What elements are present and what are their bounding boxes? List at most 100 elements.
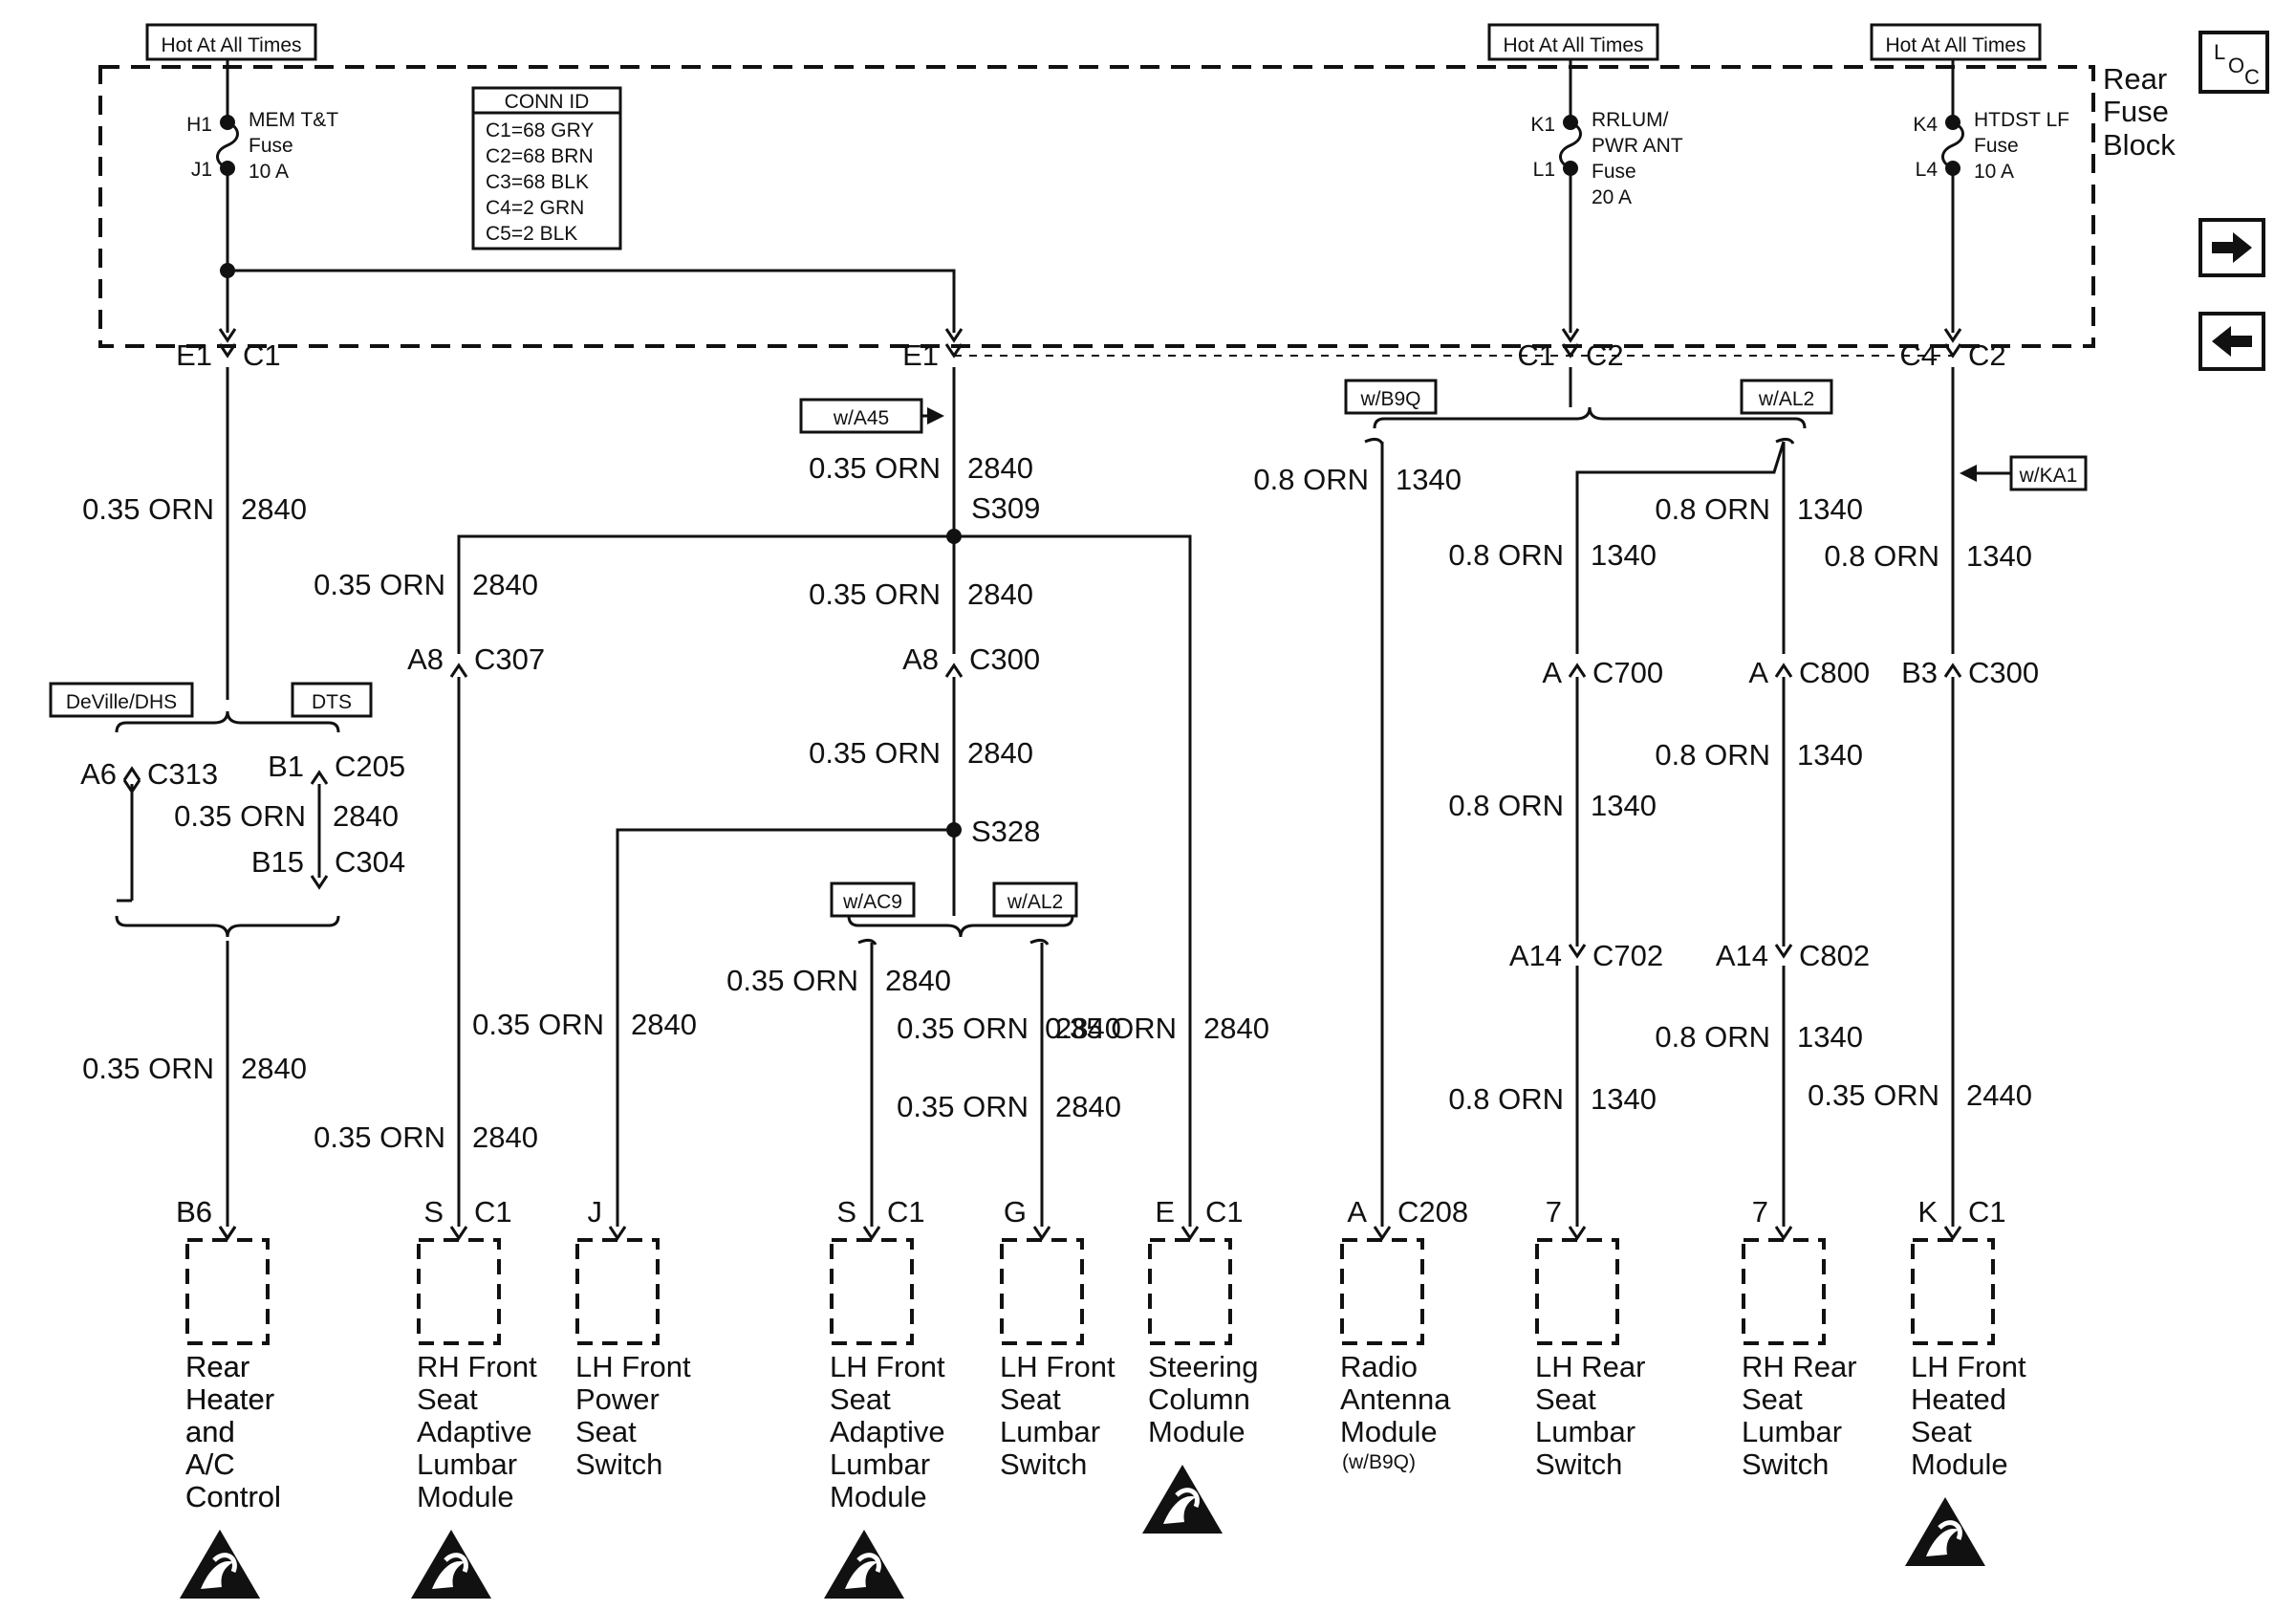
wire-s328-to-lh-power-seat: [616, 828, 954, 1207]
wire-lh-rear-lumbar-upper: [1575, 441, 1786, 654]
module-9-name-line-3: Module: [1911, 1447, 2008, 1481]
hot-at-all-times-label-2: Hot At All Times: [1885, 34, 2025, 56]
fuse-1-top-pin: K1: [1530, 114, 1555, 136]
location-view-button[interactable]: L O C: [2199, 31, 2269, 94]
wire-18-circuit: 1340: [1797, 1020, 1863, 1054]
wire-s309-to-steering: [954, 534, 1192, 1207]
wire-19-circuit: 1340: [1591, 1082, 1657, 1116]
esd-warning-icon: [180, 1530, 260, 1599]
module-3-name-line-2: Adaptive: [830, 1415, 945, 1448]
wire-20-circuit: 1340: [1966, 539, 2032, 573]
connector-c802-pin: A14: [1716, 939, 1768, 972]
module-6-pin-symbol: [1373, 1226, 1392, 1241]
fuse-1-bottom-pin: L1: [1533, 159, 1555, 181]
conn-id-title: CONN ID: [505, 91, 590, 113]
module-4-name-line-2: Lumbar: [1000, 1415, 1100, 1448]
connector-fb-c1-c2-name: C2: [1586, 338, 1624, 372]
module-3-name-line-4: Module: [830, 1480, 927, 1513]
wire-15-color: 0.8 ORN: [1448, 538, 1564, 572]
module-5-body: [1148, 1238, 1232, 1345]
module-7-name-line-0: LH Rear: [1535, 1350, 1645, 1383]
module-5-pin: E: [1155, 1195, 1175, 1229]
fuse-0-name-line-1: Fuse: [249, 135, 293, 157]
wire-21-color: 0.35 ORN: [1808, 1078, 1939, 1112]
module-0-pin: B6: [176, 1195, 212, 1229]
wire-18-color: 0.8 ORN: [1655, 1020, 1770, 1054]
next-page-button[interactable]: [2199, 218, 2265, 277]
loc-letter-l: L: [2214, 40, 2226, 64]
connector-c313-pin: A6: [80, 757, 117, 791]
loc-letter-c: C: [2244, 65, 2260, 89]
wire-5-color: 0.35 ORN: [809, 577, 941, 611]
wire-19-color: 0.8 ORN: [1448, 1082, 1564, 1116]
module-2-body: [575, 1238, 660, 1345]
module-7-name-line-1: Seat: [1535, 1382, 1596, 1416]
conn-id-row-0: C1=68 GRY: [486, 120, 594, 141]
module-1-name-line-2: Adaptive: [417, 1415, 532, 1448]
wire-13-circuit: 1340: [1396, 463, 1462, 496]
module-5-name-line-0: Steering: [1148, 1350, 1258, 1383]
wire-14-circuit: 1340: [1797, 492, 1863, 526]
connector-fb-e1-c1-left-name: C1: [243, 338, 281, 372]
module-6-pin: A: [1347, 1195, 1367, 1229]
previous-page-button[interactable]: [2199, 312, 2265, 371]
hot-at-all-times-label-2-frame: [1870, 23, 2042, 61]
wire-8-color: 0.35 ORN: [472, 1008, 604, 1041]
connector-c702-pin: A14: [1509, 939, 1562, 972]
fuse-0-top-pin: H1: [186, 114, 212, 136]
esd-warning-icon: [1142, 1465, 1223, 1534]
option-w-b9q-label: w/B9Q: [1359, 388, 1420, 410]
wire-s309-to-rh-front: [457, 534, 954, 654]
fuse-0-name-line-0: MEM T&T: [249, 109, 338, 131]
wire-12-color: 0.35 ORN: [897, 1012, 1029, 1045]
deville-dts-option-brace: [115, 710, 340, 733]
wire-20-color: 0.8 ORN: [1824, 539, 1939, 573]
wire-10-color: 0.35 ORN: [897, 1090, 1029, 1123]
connector-c702-symbol: [1568, 944, 1587, 959]
connector-c700-pin: A: [1542, 656, 1562, 689]
connector-c205-name: C205: [335, 750, 405, 783]
module-0-pin-symbol: [218, 1226, 237, 1241]
wire-3-circuit: 2840: [967, 451, 1033, 485]
connector-c205-pin: B1: [268, 750, 304, 783]
option-dts-label-frame: [291, 682, 373, 718]
w-a45-arrow-head: [927, 407, 944, 424]
option-w-ka1-label-frame: [2009, 455, 2088, 491]
connector-c313-lower-arrow: [122, 779, 141, 794]
fuse-2-top-terminal: [1945, 115, 1960, 130]
option-w-b9q-label-frame: [1344, 379, 1438, 415]
w-ka1-arrow-head: [1960, 465, 1977, 482]
module-1-name-line-1: Seat: [417, 1382, 478, 1416]
fuse-2-name-line-0: HTDST LF: [1974, 109, 2069, 131]
option-dts-label: DTS: [312, 691, 352, 713]
module-3-name-line-1: Seat: [830, 1382, 891, 1416]
module-1-name-line-3: Lumbar: [417, 1447, 517, 1481]
module-7-name-line-2: Lumbar: [1535, 1415, 1635, 1448]
module-2-pin: J: [588, 1195, 603, 1229]
module-7-pin: 7: [1546, 1195, 1562, 1229]
module-0-name-line-4: Control: [185, 1480, 281, 1513]
wire-1-circuit: 2840: [333, 799, 399, 833]
conn-id-row-3: C4=2 GRN: [486, 197, 584, 219]
module-7-body: [1535, 1238, 1619, 1345]
connector-c702-name: C702: [1592, 939, 1663, 972]
wire-6-color: 0.35 ORN: [314, 1120, 445, 1154]
module-9-name-line-0: LH Front: [1911, 1350, 2026, 1383]
fuse-0-bottom-pin: J1: [191, 159, 212, 181]
wire-16-color: 0.8 ORN: [1655, 738, 1770, 772]
ac9-al2-option-brace: [847, 915, 1074, 938]
hot-at-all-times-label-0-frame: [145, 23, 317, 61]
option-w-ac9-label-frame: [830, 881, 916, 918]
module-0-pin: B6: [176, 1195, 212, 1229]
module-0-name-line-0: Rear: [185, 1350, 249, 1383]
esd-warning-icon: [411, 1530, 491, 1599]
module-6-connector: C208: [1397, 1195, 1468, 1229]
module-9-pin: K: [1917, 1195, 1938, 1229]
module-1-connector: C1: [474, 1195, 512, 1229]
wire-10-circuit: 2840: [1055, 1090, 1121, 1123]
connector-c700-name: C700: [1592, 656, 1663, 689]
connector-c300-a8-name: C300: [969, 642, 1040, 676]
option-w-al2-label-lower: w/AL2: [1007, 891, 1063, 913]
module-3-body: [830, 1238, 914, 1345]
connector-fb-c4-c2-pin: C4: [1899, 338, 1938, 372]
